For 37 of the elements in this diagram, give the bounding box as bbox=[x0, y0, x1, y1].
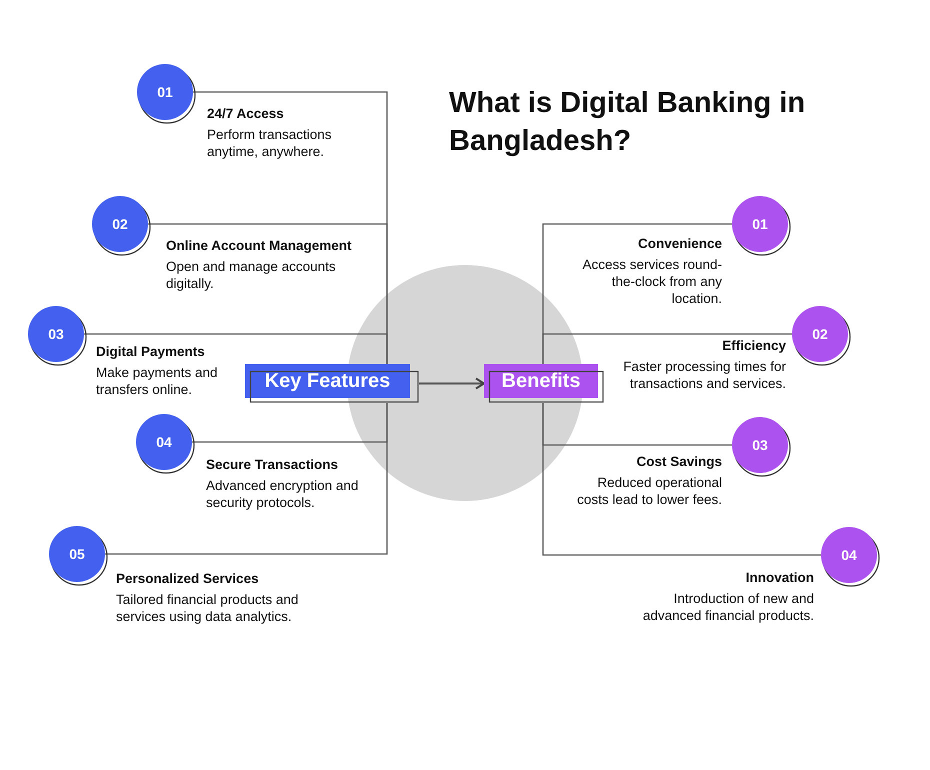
item-description: Advanced encryption and security protocols. bbox=[206, 477, 360, 511]
step-number: 02 bbox=[811, 325, 829, 343]
step-number: 03 bbox=[47, 325, 65, 343]
item-heading: Convenience bbox=[636, 235, 722, 252]
item-heading: Personalized Services bbox=[116, 570, 260, 587]
step-number: 02 bbox=[111, 215, 129, 233]
item-heading: Efficiency bbox=[721, 337, 786, 354]
item-description: Perform transactions anytime, anywhere. bbox=[207, 126, 333, 160]
step-number: 05 bbox=[68, 545, 86, 563]
label-box bbox=[245, 364, 419, 403]
step-number: 03 bbox=[751, 436, 769, 454]
item-description: Open and manage accounts digitally. bbox=[166, 258, 337, 292]
step-number: 01 bbox=[751, 215, 769, 233]
connector-line bbox=[542, 333, 792, 364]
item-heading: Digital Payments bbox=[96, 343, 206, 360]
item-description: Introduction of new and advanced financial products. bbox=[642, 590, 814, 624]
label-box bbox=[484, 364, 604, 403]
item-description: Tailored financial products and services using data analytics. bbox=[116, 591, 300, 625]
item-description: Make payments and transfers online. bbox=[96, 364, 219, 398]
connector-line bbox=[84, 333, 388, 364]
item-heading: Cost Savings bbox=[635, 453, 722, 470]
item-description: Faster processing times for transactions and services. bbox=[622, 358, 786, 392]
item-description: Access services round-the-clock from any location. bbox=[582, 256, 722, 307]
connector-line bbox=[105, 403, 388, 555]
box-label: Benefits bbox=[500, 370, 582, 392]
connector-line bbox=[542, 403, 821, 556]
box-label: Key Features bbox=[264, 370, 392, 392]
step-number: 04 bbox=[840, 546, 858, 564]
title: What is Digital Banking in Bangladesh? bbox=[449, 86, 806, 159]
item-heading: Innovation bbox=[744, 569, 814, 586]
arrow bbox=[419, 378, 485, 390]
step-number: 01 bbox=[156, 83, 174, 101]
item-description: Reduced operational costs lead to lower fees. bbox=[576, 474, 722, 508]
step-number: 04 bbox=[155, 433, 173, 451]
item-heading: Online Account Management bbox=[166, 237, 353, 254]
item-heading: Secure Transactions bbox=[206, 456, 340, 473]
item-heading: 24/7 Access bbox=[207, 105, 285, 122]
